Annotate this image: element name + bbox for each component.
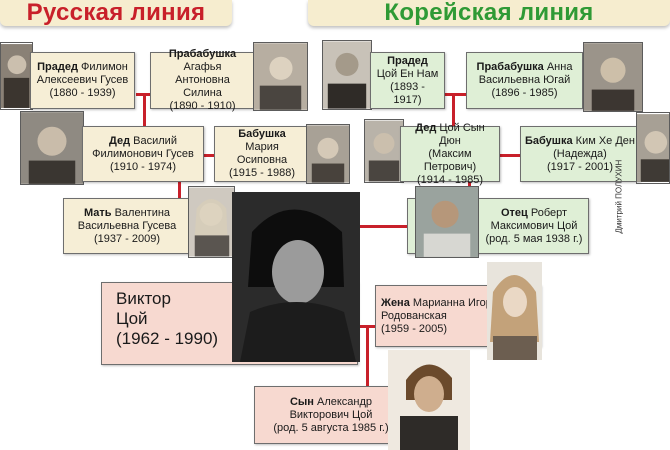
life-years: (1880 - 1939): [49, 87, 116, 99]
russian-line-banner: Русская линия: [0, 0, 232, 26]
life-years: (1896 - 1985): [491, 87, 558, 99]
role-label: Мать: [83, 206, 112, 219]
life-years: (род. 5 мая 1938 г.): [485, 232, 583, 245]
role-label: Бабушка: [525, 134, 573, 147]
card-great-grandfather-ru: Прадед Филимон Алексеевич Гусев (1880 - …: [30, 52, 135, 109]
person-name: Агафья Антоновна Силина: [175, 61, 230, 99]
person-name: Цой Сын Дюн: [439, 121, 485, 147]
photo-great-grandmother-ko: [583, 42, 643, 112]
card-grandmother-ru: Бабушка Мария Осиповна (1915 - 1988): [214, 126, 310, 182]
connector: [143, 93, 146, 126]
card-grandfather-ko: Дед Цой Сын Дюн (Максим Петрович) (1914 …: [400, 122, 500, 186]
person-name: Василий Филимонович Гусев: [92, 134, 194, 160]
russian-line-title: Русская линия: [26, 0, 206, 26]
life-years: (1915 - 1988): [228, 167, 296, 179]
card-grandfather-ru: Дед Василий Филимонович Гусев (1910 - 19…: [82, 126, 204, 182]
photo-viktor: [232, 192, 360, 362]
photo-great-grandfather-ko: [322, 40, 372, 110]
photo-wife: [487, 262, 542, 360]
viktor-last-name: Цой: [116, 309, 148, 328]
life-years: (1914 - 1985): [416, 173, 484, 186]
life-years: (род. 5 августа 1985 г.): [273, 421, 389, 434]
connector: [500, 154, 520, 157]
card-mother: Мать Валентина Васильевна Гусева (1937 -…: [63, 198, 191, 254]
photo-son: [388, 350, 470, 450]
person-name: Роберт Максимович Цой: [490, 206, 578, 232]
photo-grandfather-ru: [20, 111, 84, 185]
korean-line-title: Корейская линия: [384, 0, 594, 26]
role-label: Бабушка: [238, 128, 286, 140]
person-name: Александр Викторович Цой: [289, 395, 373, 421]
photo-grandmother-ru: [306, 124, 350, 184]
photo-mother: [188, 186, 235, 258]
life-years: (1910 - 1974): [109, 160, 177, 173]
viktor-first-name: Виктор: [116, 289, 171, 308]
photo-great-grandfather-ru: [0, 42, 33, 110]
alt-name: (Надежда): [553, 147, 607, 160]
life-years: (1917 - 2001): [546, 160, 614, 173]
role-label: Дед: [109, 134, 131, 147]
role-label: Жена: [381, 296, 410, 309]
card-great-grandmother-ru: Прабабушка Агафья Антоновна Силина (1890…: [150, 48, 255, 112]
role-label: Дед: [415, 121, 437, 134]
role-label: Прадед: [387, 54, 428, 67]
photo-credit: Дмитрий ПОЛУХИН: [614, 159, 624, 234]
person-name: Мария Осиповна: [236, 141, 288, 166]
life-years: (1890 - 1910): [169, 100, 236, 112]
alt-name: (Максим Петрович): [423, 147, 477, 173]
person-name: Ким Хе Ден: [575, 134, 635, 147]
photo-grandfather-ko: [364, 119, 404, 183]
card-son: Сын Александр Викторович Цой (род. 5 авг…: [254, 386, 408, 444]
photo-great-grandmother-ru: [253, 42, 308, 111]
role-label: Прадед: [37, 61, 78, 73]
life-years: (1959 - 2005): [381, 322, 448, 335]
person-name: Анна Васильевна Югай: [478, 61, 573, 86]
person-name: Валентина Васильевна Гусева: [77, 206, 177, 232]
person-name: Цой Ен Нам: [376, 67, 439, 80]
life-years: (1893 - 1917): [390, 80, 425, 106]
connector: [366, 326, 369, 386]
korean-line-banner: Корейская линия: [308, 0, 670, 26]
connector: [452, 93, 455, 126]
life-years: (1937 - 2009): [93, 232, 161, 245]
role-label: Сын: [289, 395, 314, 408]
card-great-grandfather-ko: Прадед Цой Ен Нам (1893 - 1917): [370, 52, 445, 109]
role-label: Прабабушка: [476, 61, 544, 73]
card-grandmother-ko: Бабушка Ким Хе Ден (Надежда) (1917 - 200…: [520, 126, 640, 182]
role-label: Отец: [500, 206, 528, 219]
photo-grandmother-ko: [636, 112, 670, 184]
person-name: Филимон Алексеевич Гусев: [36, 61, 129, 86]
life-years: (1962 - 1990): [116, 329, 219, 348]
card-great-grandmother-ko: Прабабушка Анна Васильевна Югай (1896 - …: [466, 52, 583, 109]
role-label: Прабабушка: [168, 48, 237, 60]
photo-father-overlay: [415, 186, 479, 258]
